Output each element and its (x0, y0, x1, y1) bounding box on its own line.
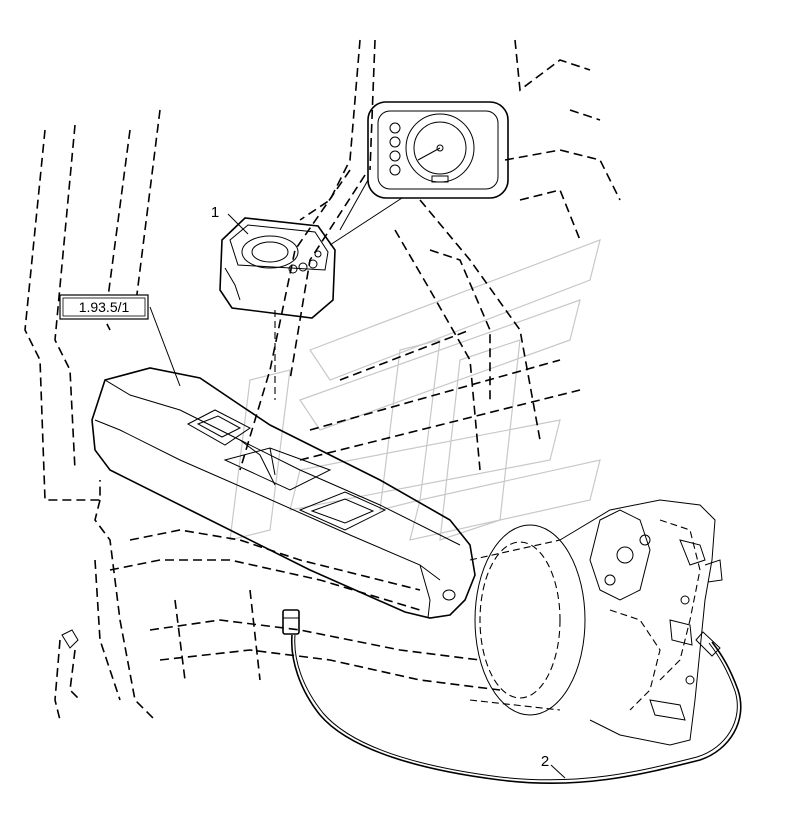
transmission-housing (469, 499, 723, 746)
leader-lines (149, 213, 566, 779)
callout-item-1[interactable]: 1 (211, 204, 219, 221)
callout-ref-box[interactable]: 1.93.5/1 (59, 294, 149, 320)
cab-frame-outline (24, 39, 621, 501)
floor-outline (54, 499, 501, 721)
watermark-logo (229, 239, 601, 541)
instrument-cluster (219, 217, 336, 400)
instrument-console (91, 367, 476, 619)
instrument-cluster-detail (329, 101, 509, 246)
callout-item-2[interactable]: 2 (541, 753, 549, 770)
wiring-harness (282, 609, 742, 784)
callout-ref-label: 1.93.5/1 (79, 299, 130, 315)
